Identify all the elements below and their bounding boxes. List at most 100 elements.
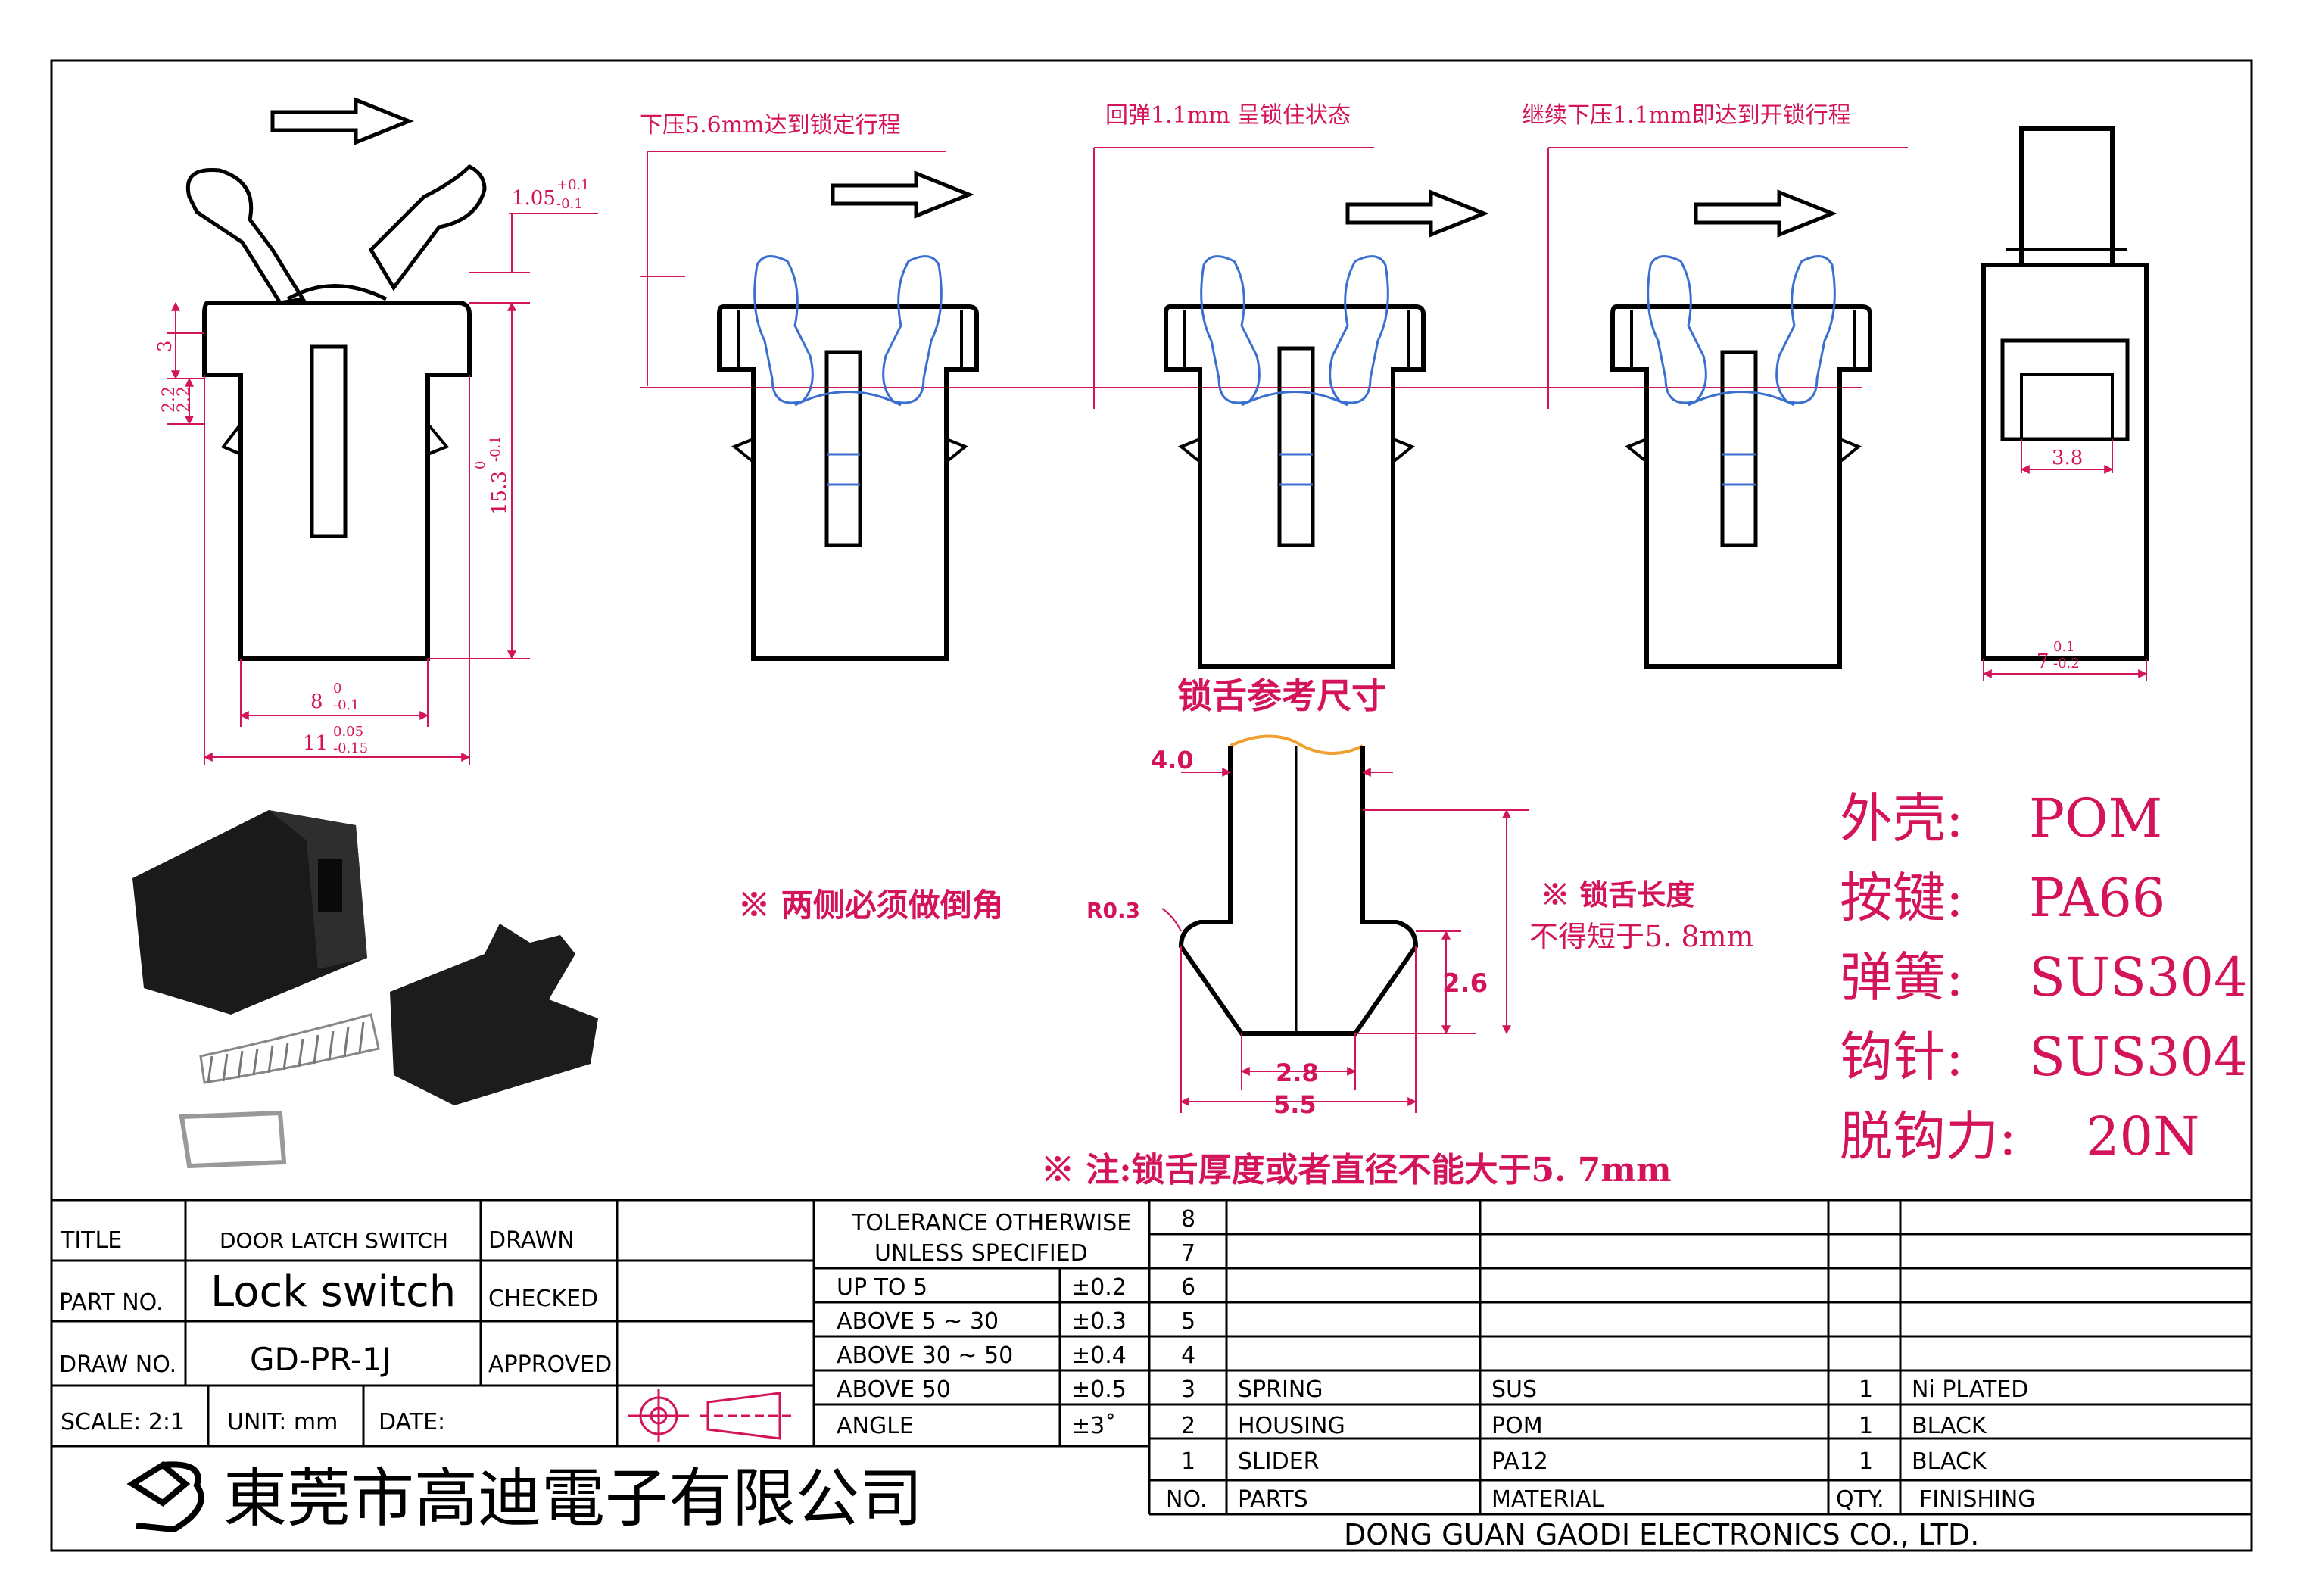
svg-text:MATERIAL: MATERIAL xyxy=(1491,1486,1604,1513)
company-cn: 東莞市高迪電子有限公司 xyxy=(223,1461,923,1535)
svg-text:SCALE: 2:1: SCALE: 2:1 xyxy=(61,1409,185,1435)
dim-outer-width: 11 xyxy=(303,732,328,755)
svg-text:1: 1 xyxy=(1859,1413,1873,1439)
step-view-2: 回弹1.1mm 呈锁住状态 xyxy=(1093,102,1489,669)
direction-arrow-icon xyxy=(1345,189,1489,238)
material-list: 外壳:POM 按键:PA66 弹簧:SUS304 钩针:SUS304 脱钩力:2… xyxy=(1840,787,2248,1167)
title-value: DOOR LATCH SWITCH xyxy=(220,1228,448,1253)
svg-text:6: 6 xyxy=(1181,1274,1195,1301)
svg-text:DATE:: DATE: xyxy=(379,1409,445,1435)
draw-value: GD-PR-1J xyxy=(250,1341,391,1378)
svg-text:QTY.: QTY. xyxy=(1836,1486,1884,1513)
dim-tongue-top: 4.0 xyxy=(1151,746,1194,775)
part-value: Lock switch xyxy=(210,1267,456,1317)
sheet-border xyxy=(50,59,2253,1552)
svg-text:±0.2: ±0.2 xyxy=(1071,1274,1127,1301)
front-view: 1.05 +0.1 -0.1 3 2.2 2.2 15.3 0 -0.1 8 0… xyxy=(154,97,598,765)
chamfer-note: ※ 两侧必须做倒角 xyxy=(738,887,1004,924)
svg-text:BLACK: BLACK xyxy=(1912,1413,1987,1439)
dim-top-offset: 1.05 xyxy=(512,187,556,210)
dim-height: 15.3 xyxy=(488,471,511,515)
thickness-note: ※ 注:锁舌厚度或者直径不能大于5. 7mm xyxy=(1041,1151,1672,1189)
svg-text:DRAW NO.: DRAW NO. xyxy=(59,1351,176,1378)
step2-caption: 回弹1.1mm 呈锁住状态 xyxy=(1105,102,1351,129)
dim-tongue-inner: 2.8 xyxy=(1276,1058,1319,1087)
svg-text:按键:: 按键: xyxy=(1840,867,1964,929)
step3-caption: 继续下压1.1mm即达到开锁行程 xyxy=(1522,102,1851,129)
dim-tongue-height: 2.6 xyxy=(1442,968,1488,999)
svg-text:SUS304: SUS304 xyxy=(2029,1026,2248,1088)
dim-slot: 3.8 xyxy=(2052,447,2083,469)
svg-text:-0.1: -0.1 xyxy=(488,435,503,462)
svg-text:-0.1: -0.1 xyxy=(556,196,583,212)
direction-arrow-icon xyxy=(270,97,414,145)
direction-arrow-icon xyxy=(1694,189,1837,238)
svg-text:PA12: PA12 xyxy=(1491,1448,1548,1475)
svg-text:-0.1: -0.1 xyxy=(333,697,360,713)
title-block xyxy=(51,1199,2252,1516)
svg-text:HOUSING: HOUSING xyxy=(1238,1413,1345,1439)
svg-text:0.05: 0.05 xyxy=(333,724,363,740)
svg-text:UNLESS SPECIFIED: UNLESS SPECIFIED xyxy=(874,1240,1088,1267)
svg-text:ABOVE 30 ~ 50: ABOVE 30 ~ 50 xyxy=(837,1342,1013,1369)
svg-text:PARTS: PARTS xyxy=(1238,1486,1308,1513)
step-view-1: 下压5.6mm达到锁定行程 xyxy=(640,112,979,661)
company-logo-icon xyxy=(126,1461,204,1533)
svg-text:PA66: PA66 xyxy=(2029,867,2165,929)
step1-caption: 下压5.6mm达到锁定行程 xyxy=(640,112,901,139)
tongue-title: 锁舌参考尺寸 xyxy=(1177,675,1386,716)
tongue-reference: 锁舌参考尺寸 4.0 2.6 2.8 5.5 ※ 两侧必须做倒角 R0.3 ※ … xyxy=(738,675,1754,1189)
svg-text:0.1: 0.1 xyxy=(2053,639,2075,655)
svg-text:POM: POM xyxy=(2029,787,2162,849)
svg-text:1: 1 xyxy=(1859,1376,1873,1403)
svg-text:SLIDER: SLIDER xyxy=(1238,1448,1320,1475)
svg-text:2: 2 xyxy=(1181,1413,1195,1439)
svg-text:8: 8 xyxy=(1181,1206,1195,1233)
svg-text:UNIT: mm: UNIT: mm xyxy=(227,1409,338,1435)
svg-text:ABOVE 5 ~ 30: ABOVE 5 ~ 30 xyxy=(837,1308,999,1335)
dim-side-width: 7 xyxy=(2037,650,2049,673)
svg-text:TOLERANCE OTHERWISE: TOLERANCE OTHERWISE xyxy=(851,1210,1131,1236)
svg-text:+0.1: +0.1 xyxy=(556,177,590,193)
svg-text:DRAWN: DRAWN xyxy=(488,1227,575,1254)
side-view: 3.8 7 0.1 -0.2 xyxy=(1981,126,2149,681)
svg-text:2.2: 2.2 xyxy=(175,386,194,413)
svg-text:3: 3 xyxy=(154,341,176,352)
svg-text:脱钩力:: 脱钩力: xyxy=(1840,1105,2017,1167)
svg-text:POM: POM xyxy=(1491,1413,1543,1439)
svg-text:1: 1 xyxy=(1181,1448,1195,1475)
svg-text:Ni PLATED: Ni PLATED xyxy=(1912,1376,2028,1403)
svg-text:ANGLE: ANGLE xyxy=(837,1413,914,1439)
svg-text:7: 7 xyxy=(1181,1240,1195,1267)
company-en: DONG GUAN GAODI ELECTRONICS CO., LTD. xyxy=(1344,1518,1979,1551)
svg-text:BLACK: BLACK xyxy=(1912,1448,1987,1475)
svg-text:NO.: NO. xyxy=(1166,1486,1207,1513)
length-note-1: ※ 锁舌长度 xyxy=(1541,877,1694,912)
svg-text:ABOVE 50: ABOVE 50 xyxy=(837,1376,951,1403)
svg-text:±3˚: ±3˚ xyxy=(1071,1413,1116,1439)
svg-text:SUS304: SUS304 xyxy=(2029,946,2248,1008)
svg-text:APPROVED: APPROVED xyxy=(488,1351,612,1378)
svg-text:±0.3: ±0.3 xyxy=(1071,1308,1127,1335)
tongue-top-break xyxy=(1230,734,1364,755)
svg-text:0: 0 xyxy=(333,681,341,697)
svg-text:-0.15: -0.15 xyxy=(333,740,368,756)
svg-text:PART NO.: PART NO. xyxy=(59,1289,164,1316)
svg-text:UP TO 5: UP TO 5 xyxy=(837,1274,927,1301)
svg-text:-0.2: -0.2 xyxy=(2053,656,2080,672)
svg-text:TITLE: TITLE xyxy=(60,1227,122,1254)
svg-text:SPRING: SPRING xyxy=(1238,1376,1323,1403)
svg-text:20N: 20N xyxy=(2086,1105,2199,1167)
svg-text:3: 3 xyxy=(1181,1376,1195,1403)
svg-text:1: 1 xyxy=(1859,1448,1873,1475)
dim-inner-width: 8 xyxy=(310,690,323,713)
tongue-outline xyxy=(1178,746,1419,1036)
length-note-2: 不得短于5. 8mm xyxy=(1529,920,1754,953)
svg-text:0: 0 xyxy=(472,461,488,469)
chamfer-value: R0.3 xyxy=(1086,898,1140,923)
svg-text:CHECKED: CHECKED xyxy=(488,1286,598,1312)
svg-text:2.2: 2.2 xyxy=(160,386,179,413)
projection-symbol-icon xyxy=(628,1389,791,1442)
svg-text:弹簧:: 弹簧: xyxy=(1840,946,1964,1008)
step-view-3: 继续下压1.1mm即达到开锁行程 xyxy=(1522,102,1908,669)
